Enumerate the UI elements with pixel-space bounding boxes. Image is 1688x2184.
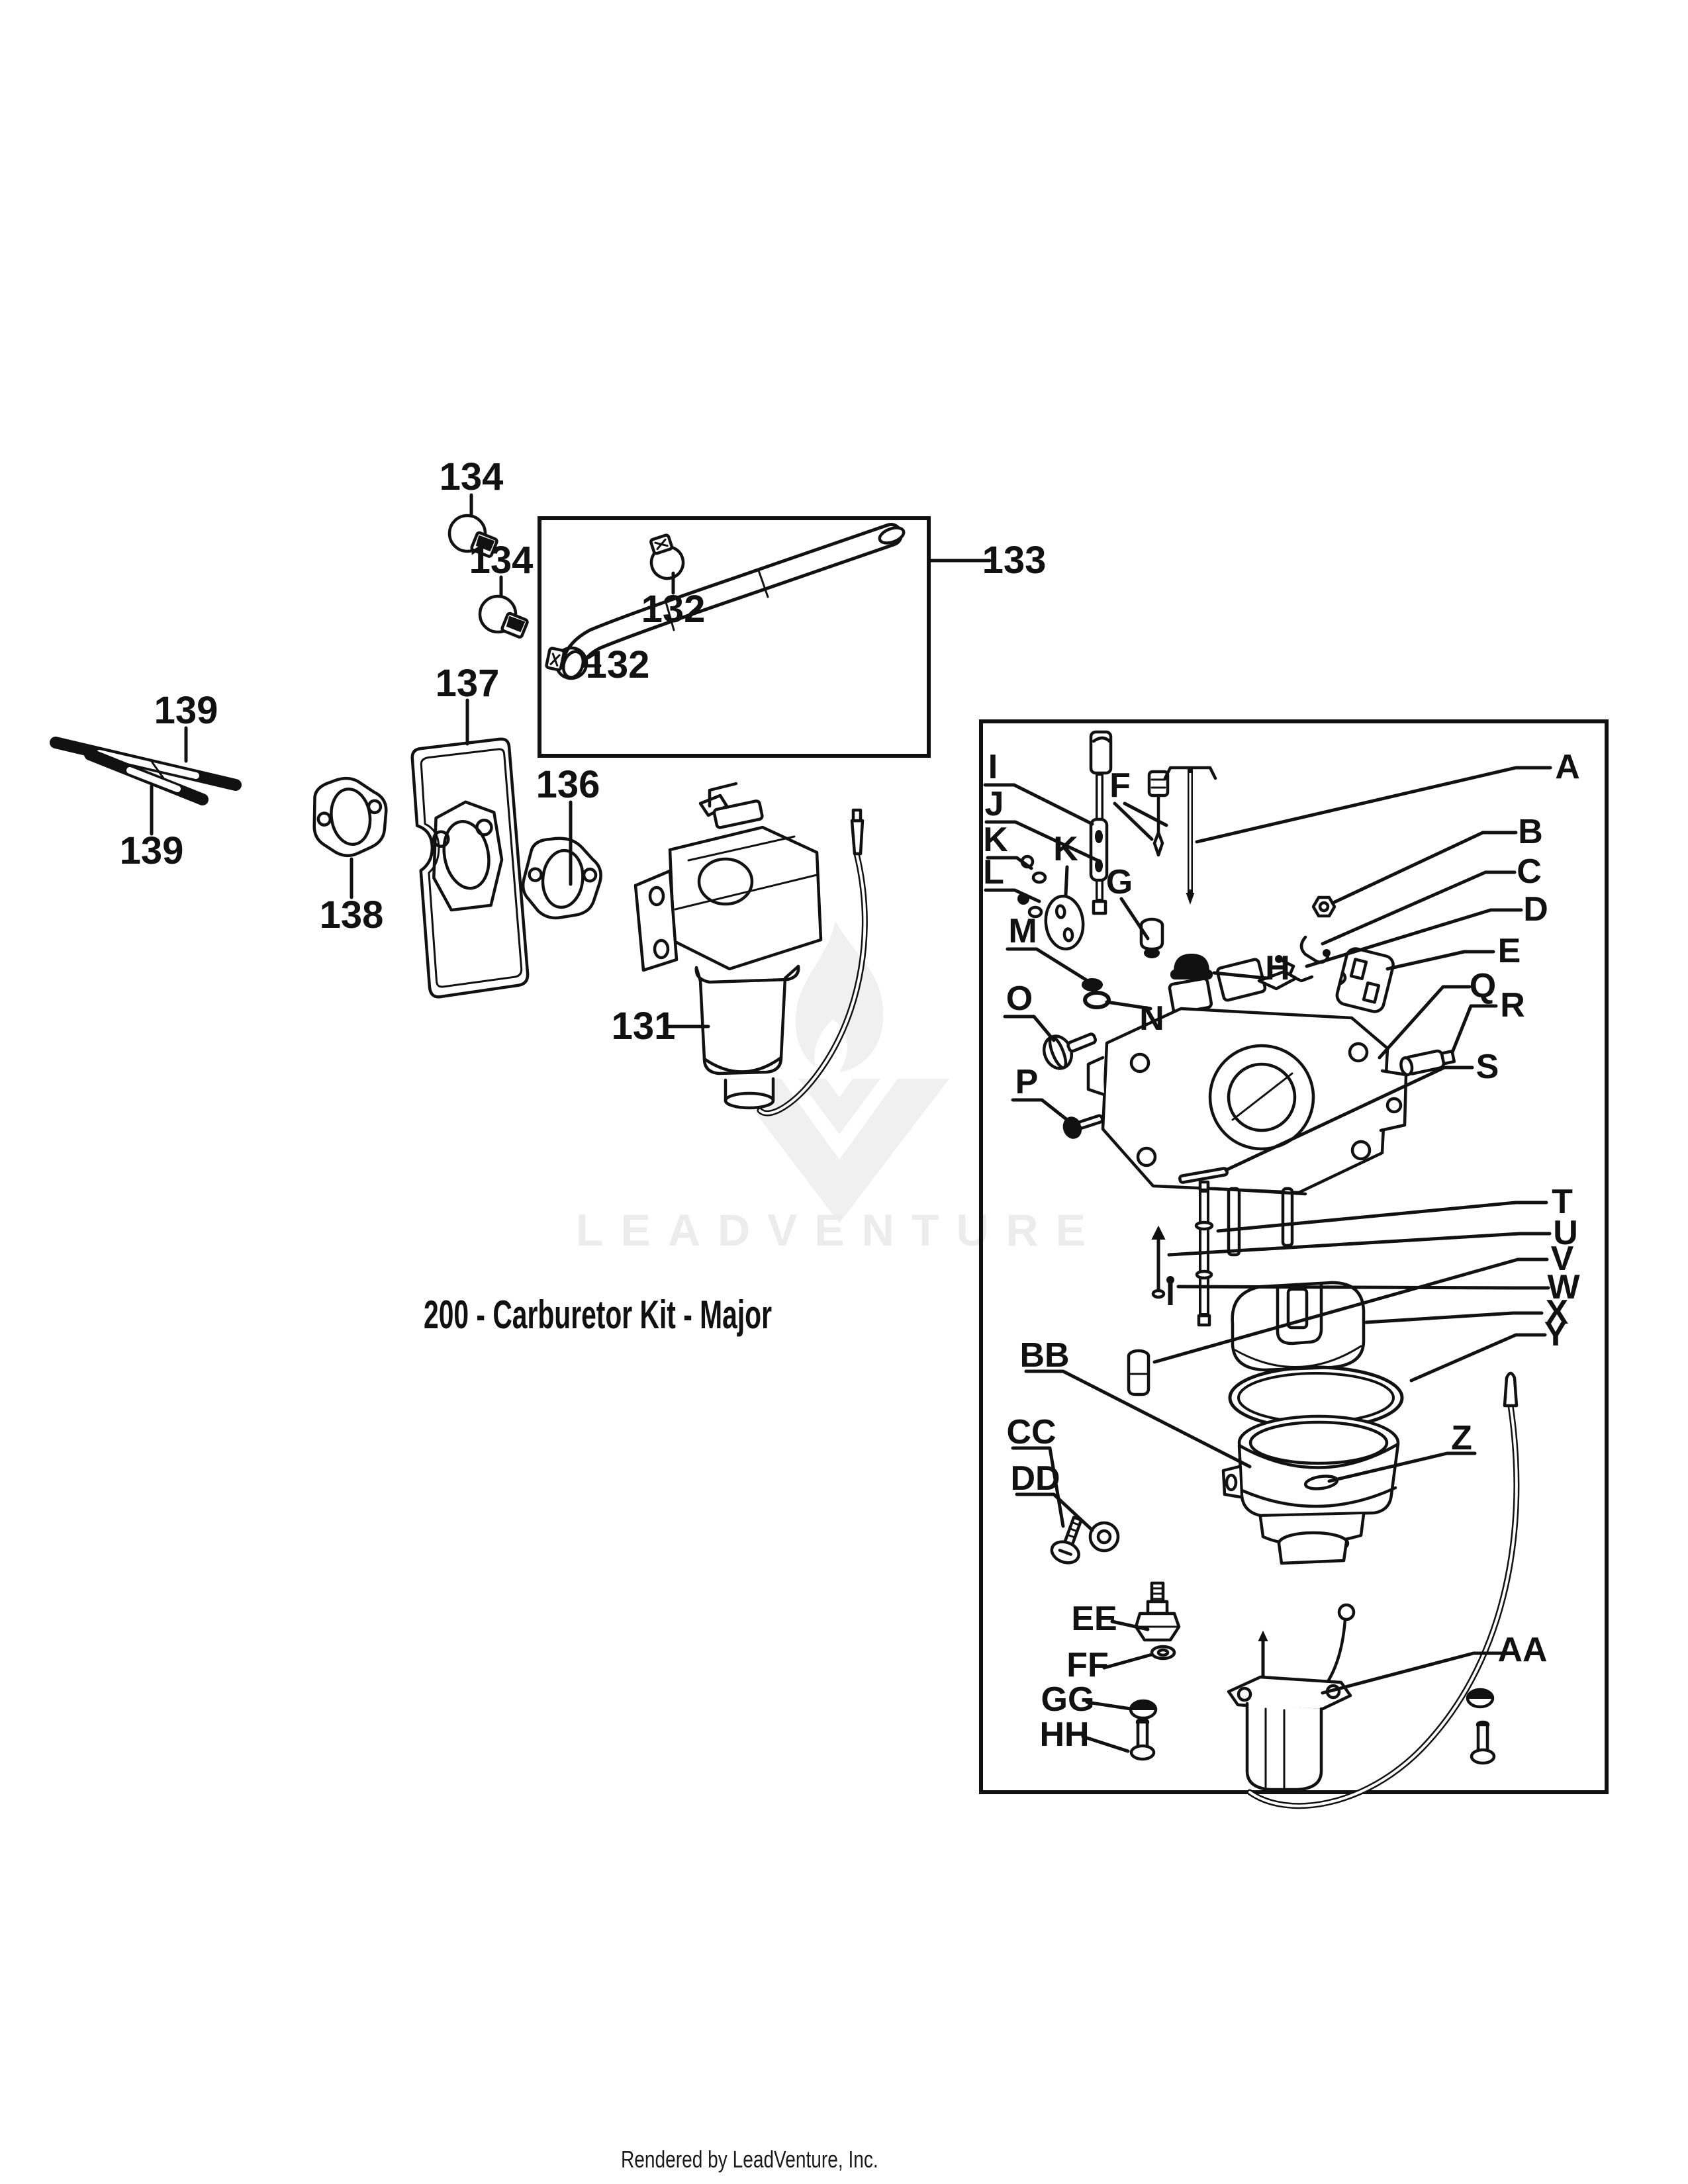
callout-label-C: C: [1517, 852, 1542, 891]
callout-label-U: U: [1553, 1214, 1578, 1252]
callout-label-Q: Q: [1470, 967, 1496, 1005]
inlet-needle-F: [1147, 770, 1170, 857]
grommet-right: [1466, 1688, 1495, 1709]
callout-label-CC: CC: [1006, 1413, 1056, 1451]
callout-label-FF: FF: [1066, 1646, 1109, 1684]
callout-label-AA: AA: [1497, 1631, 1547, 1669]
grommet-GG: [1129, 1699, 1158, 1720]
callout-label-DD: DD: [1010, 1459, 1060, 1498]
carburetor-gasket-138: [312, 776, 388, 858]
callout-label-131: 131: [612, 1005, 676, 1048]
callout-label-132-a: 132: [641, 588, 706, 631]
callout-label-139-a: 139: [154, 689, 218, 732]
callout-label-N: N: [1139, 999, 1164, 1038]
carburetor-body: [1086, 958, 1408, 1257]
washer-DD: [1088, 1521, 1120, 1553]
callout-label-EE: EE: [1071, 1600, 1117, 1638]
bowl-screw-CC: [1050, 1516, 1083, 1565]
screw-P: [1062, 1114, 1104, 1139]
detent-ball-and-spring-KL: [1017, 854, 1047, 919]
callout-label-E: E: [1498, 932, 1521, 970]
callout-label-X: X: [1546, 1293, 1569, 1332]
callout-label-L: L: [983, 853, 1004, 891]
callout-label-136: 136: [536, 763, 600, 806]
callout-label-BB: BB: [1019, 1336, 1069, 1375]
idle-jet-R: [1399, 1049, 1456, 1077]
callout-label-V: V: [1551, 1240, 1574, 1278]
callout-label-Z: Z: [1451, 1419, 1472, 1457]
washer-FF: [1150, 1645, 1176, 1661]
callout-label-I: I: [988, 748, 998, 786]
watermark-text: LEADVENTURE: [576, 1205, 1103, 1255]
bolt-right: [1470, 1720, 1496, 1765]
callout-label-D: D: [1523, 890, 1548, 929]
carburetor-gasket-136: [521, 837, 602, 920]
choke-shaft-assembly: [1089, 730, 1113, 915]
callout-label-K-1: K: [983, 821, 1008, 859]
o-ring-N: [1083, 991, 1111, 1009]
callout-label-H: H: [1265, 949, 1290, 987]
float-hinge-pin-A: [1163, 766, 1217, 905]
callout-label-M: M: [1008, 912, 1037, 950]
callout-label-F: F: [1109, 766, 1131, 805]
page-title-text: 200 - Carburetor Kit - Major: [424, 1293, 772, 1337]
choke-plate-E: [1335, 947, 1395, 1013]
heat-shield-gasket-137: [410, 737, 530, 999]
footer-credit-text: Rendered by LeadVenture, Inc.: [621, 2146, 878, 2173]
callout-label-K-2: K: [1053, 830, 1078, 868]
callout-label-132-b: 132: [586, 643, 650, 686]
valve-seat-G: [1139, 917, 1164, 958]
leadventure-watermark: LEADVENTURE: [576, 921, 1103, 1255]
callout-label-139-b: 139: [120, 829, 184, 872]
callout-label-134-b: 134: [469, 539, 534, 582]
hex-nut-B: [1311, 895, 1336, 918]
watermark-monogram-icon: [729, 1079, 949, 1223]
carburetor-assembly-131: [633, 782, 868, 1116]
callout-label-HH: HH: [1039, 1715, 1089, 1754]
callout-label-134-a: 134: [440, 455, 504, 498]
callout-label-G: G: [1106, 863, 1133, 901]
main-jet-V: [1127, 1349, 1150, 1396]
plunger-cap-H: [1170, 953, 1213, 979]
callout-label-137: 137: [436, 662, 500, 705]
carburetor-kit-box: [979, 719, 1609, 1794]
callout-label-S: S: [1476, 1048, 1499, 1086]
callout-label-133: 133: [982, 539, 1047, 582]
hose-clamp-134-b: [478, 594, 529, 639]
hose-inset-box: [538, 516, 931, 758]
fuel-solenoid-AA: [1227, 1603, 1356, 1792]
float-X: [1231, 1281, 1366, 1372]
callout-label-Y: Y: [1544, 1315, 1568, 1353]
hose-clamp-132-a: [649, 533, 685, 580]
footer-credit: Rendered by LeadVenture, Inc.: [621, 2146, 951, 2173]
callout-label-O: O: [1006, 979, 1033, 1018]
callout-label-138: 138: [320, 893, 384, 936]
metering-needle-U: [1151, 1225, 1166, 1299]
callout-label-T: T: [1552, 1183, 1573, 1221]
drain-screw-EE: [1134, 1581, 1181, 1642]
callout-label-A: A: [1555, 748, 1580, 786]
callout-labels: 134134137139139138136131133132132IJKLKMO…: [120, 455, 1581, 1754]
callout-label-W: W: [1547, 1268, 1580, 1306]
solenoid-wire: [1246, 1371, 1520, 1809]
float-bowl-BB: [1221, 1414, 1400, 1565]
callout-label-P: P: [1015, 1063, 1039, 1101]
callout-label-J: J: [985, 785, 1004, 823]
choke-disc-K: [1044, 894, 1085, 951]
bolt-HH: [1129, 1717, 1156, 1761]
leader-lines: [150, 493, 1552, 1753]
callout-label-R: R: [1500, 986, 1525, 1024]
callout-label-GG: GG: [1041, 1680, 1095, 1719]
mounting-stud-139-b: [84, 749, 209, 805]
hose-clamp-134-a: [447, 514, 498, 558]
hose-clamp-132-b: [545, 646, 588, 680]
page-title: 200 - Carburetor Kit - Major: [424, 1292, 935, 1338]
needle-pin-W: [1166, 1276, 1174, 1305]
callout-label-B: B: [1518, 813, 1543, 851]
